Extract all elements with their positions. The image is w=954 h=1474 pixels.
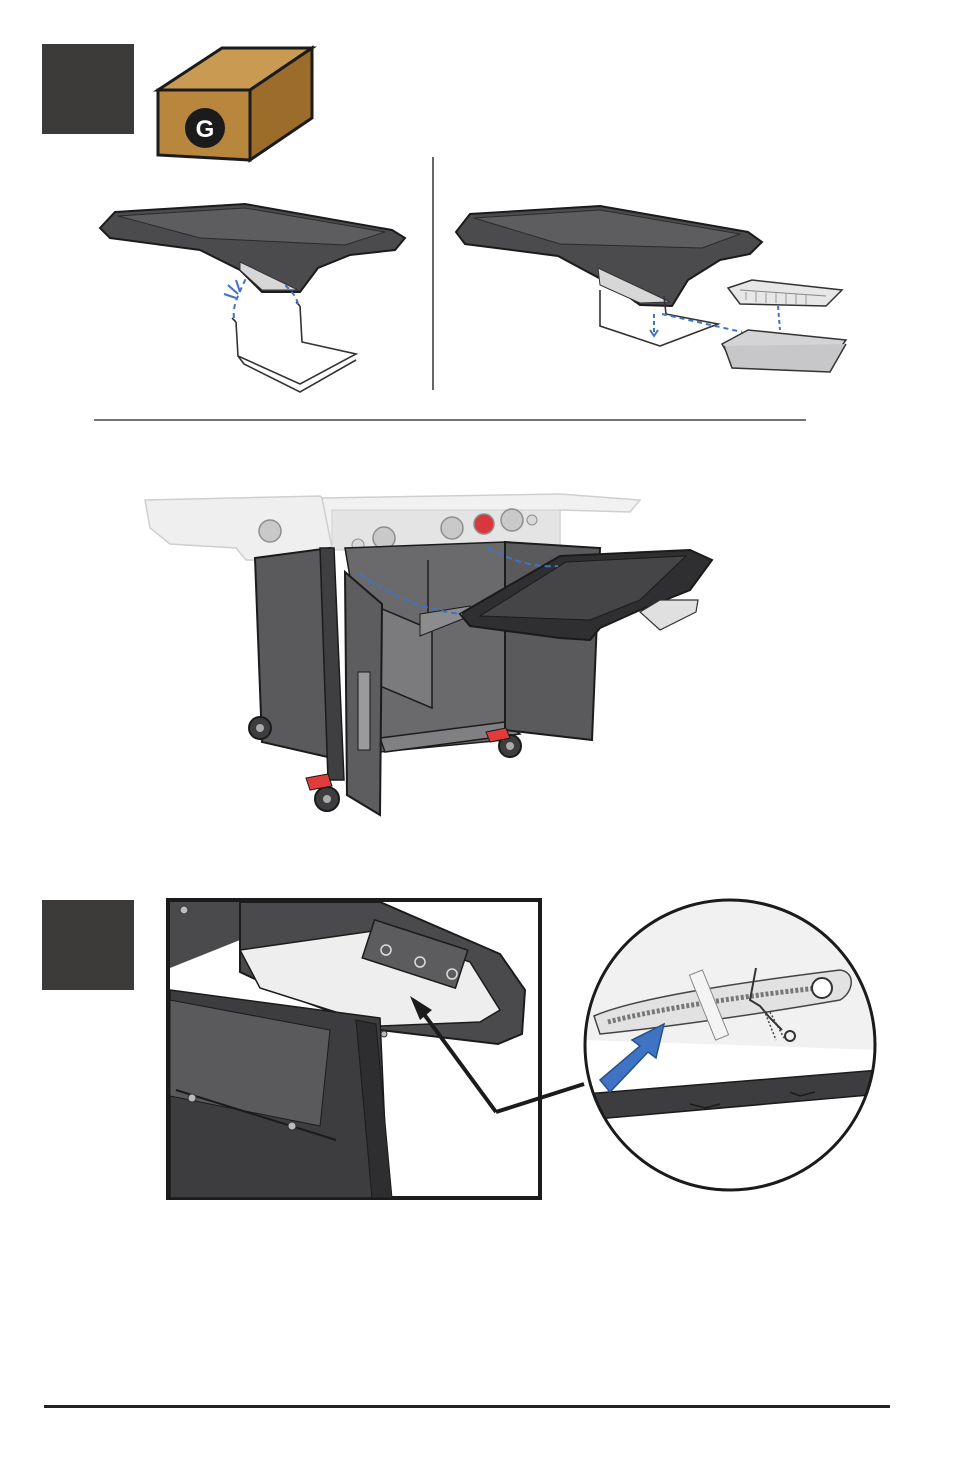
side-table-with-frame-left [98,202,407,393]
wheel-lock-pedal-right [485,727,511,743]
step-2-badge [42,900,134,990]
wheel-lock-pedal-left [305,773,333,791]
step-1-badge [42,44,134,134]
side-table-with-pans-right [454,204,848,373]
box-letter-badge [185,108,225,148]
box-letter: G [196,116,215,143]
footer-rule [44,1405,890,1408]
blue-arrow-icon [598,1022,666,1094]
magnified-detail-circle [583,898,877,1192]
grill-cart-illustration [144,493,714,817]
parts-box-icon: G [152,45,317,163]
ignition-knob [473,513,495,535]
detail-inset [166,898,585,1200]
